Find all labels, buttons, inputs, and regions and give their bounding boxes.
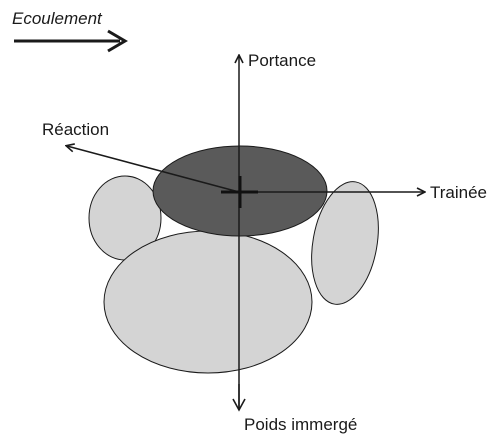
reaction-label: Réaction bbox=[42, 120, 109, 139]
submerged-weight-label: Poids immergé bbox=[244, 415, 357, 434]
reaction-arrow bbox=[67, 146, 240, 193]
grain-bottom bbox=[103, 230, 313, 374]
center-cross bbox=[221, 176, 258, 208]
flow-label: Ecoulement bbox=[12, 9, 103, 28]
grain-right bbox=[311, 181, 379, 305]
drag-label: Trainée bbox=[430, 183, 487, 202]
flow-arrow bbox=[14, 29, 128, 53]
weight-arrowhead bbox=[232, 398, 246, 412]
lift-label: Portance bbox=[248, 51, 316, 70]
